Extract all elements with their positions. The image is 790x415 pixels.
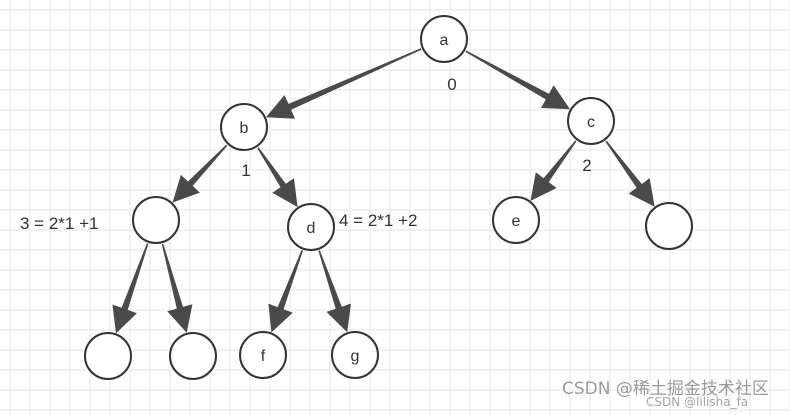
edge-arrow-n4-n10 <box>318 250 351 333</box>
edge-arrow-n0-n1 <box>266 48 422 119</box>
edge-arrow-n2-n5 <box>530 140 577 201</box>
node-label: g <box>351 348 360 365</box>
node-label: b <box>240 120 249 137</box>
node-circle <box>420 15 468 63</box>
edge-arrow-n4-n9 <box>268 250 303 333</box>
node-circle <box>132 196 180 244</box>
edges <box>112 48 655 334</box>
edge-arrow-n3-n8 <box>161 243 193 333</box>
watermark-secondary: CSDN @lilisha_fa <box>646 395 748 409</box>
tree-node-g: g <box>331 331 379 379</box>
node-circle <box>492 196 540 244</box>
node-circle <box>220 103 268 151</box>
index-label-a: 0 <box>447 75 456 94</box>
edge-arrow-n2-n6 <box>605 140 655 207</box>
node-label: a <box>440 32 449 49</box>
nodes: a b c d e f g <box>84 15 693 380</box>
index-label-b: 1 <box>241 161 250 180</box>
node-circle <box>287 203 335 251</box>
edge-arrow-n0-n2 <box>465 50 570 110</box>
formula-left-child: 3 = 2*1 +1 <box>20 214 98 233</box>
node-label: f <box>261 348 266 365</box>
node-circle <box>567 97 615 145</box>
node-circle <box>331 331 379 379</box>
edge-arrow-n1-n3 <box>172 144 228 203</box>
node-circle <box>84 332 132 380</box>
watermark-primary: CSDN @稀土掘金技术社区 <box>562 379 769 399</box>
node-label: c <box>587 114 595 131</box>
tree-node-f: f <box>239 331 287 379</box>
tree-node-empty-n7 <box>84 332 132 380</box>
index-labels: 0 1 2 3 = 2*1 +1 4 = 2*1 +2 <box>20 75 592 233</box>
edge-arrow-n3-n7 <box>112 243 149 334</box>
tree-node-empty-n8 <box>169 332 217 380</box>
index-label-c: 2 <box>582 156 591 175</box>
tree-node-b: b <box>220 103 268 151</box>
node-label: d <box>307 220 316 237</box>
node-circle <box>169 332 217 380</box>
tree-node-d: d <box>287 203 335 251</box>
tree-node-c: c <box>567 97 615 145</box>
edge-arrow-n1-n4 <box>257 147 298 208</box>
tree-node-a: a <box>420 15 468 63</box>
tree-node-empty-n6 <box>645 202 693 250</box>
tree-node-empty-n3 <box>132 196 180 244</box>
node-label: e <box>512 213 521 230</box>
node-circle <box>239 331 287 379</box>
tree-node-e: e <box>492 196 540 244</box>
formula-right-child: 4 = 2*1 +2 <box>339 211 417 230</box>
node-circle <box>645 202 693 250</box>
watermark: CSDN @稀土掘金技术社区 CSDN @lilisha_fa <box>562 379 769 409</box>
